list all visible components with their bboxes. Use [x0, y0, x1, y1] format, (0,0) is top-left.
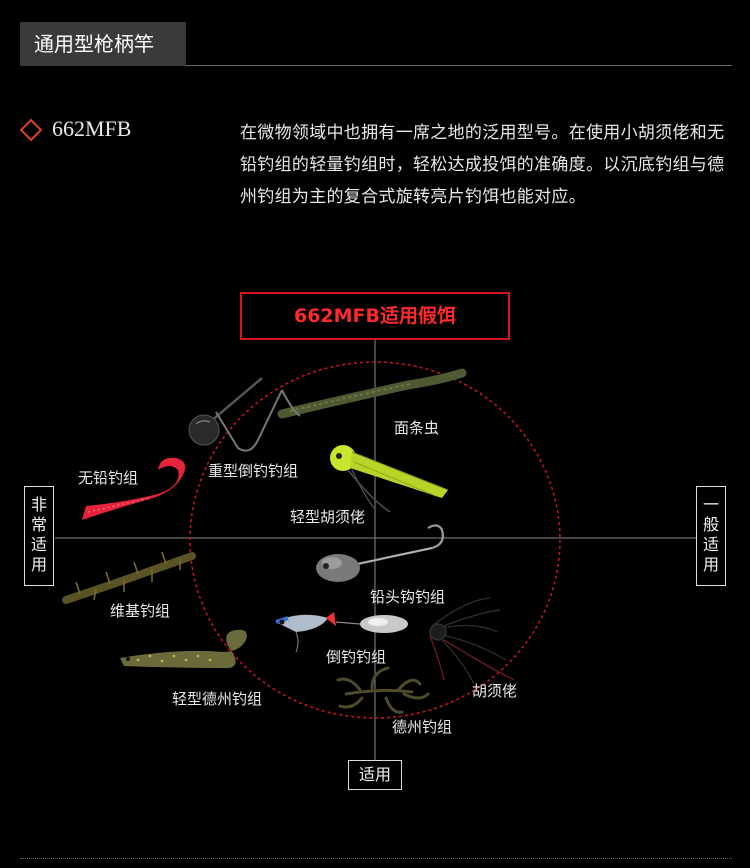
label-light-rubber-jig: 轻型胡须佬 [290, 508, 366, 526]
texas-craw-lure-image [336, 666, 430, 714]
light-rubber-jig-image [330, 445, 449, 513]
section-title: 通用型枪柄竿 [20, 22, 186, 66]
suitability-ellipse [189, 361, 561, 719]
worm-lure-image [277, 368, 467, 419]
heavy-dropshot-lure-image [188, 377, 301, 452]
label-worm: 面条虫 [394, 419, 440, 437]
label-heavy-dropshot: 重型倒钓钓组 [208, 462, 299, 480]
weikey-lure-image [62, 551, 196, 604]
model-name: 662MFB [52, 116, 132, 141]
label-texas: 德州钓组 [392, 718, 453, 736]
label-jighead: 铅头钩钓组 [370, 588, 446, 606]
label-dropshot: 倒钓钓组 [326, 648, 387, 666]
dropshot-lure-image [275, 612, 408, 653]
header-divider [186, 65, 732, 66]
product-description: 在微物领域中也拥有一席之地的泛用型号。在使用小胡须佬和无铅钓组的轻量钓组时，轻松… [240, 123, 725, 207]
label-no-sinker: 无铅钓组 [78, 469, 139, 487]
lure-chart-title: 662MFB适用假饵 [240, 292, 510, 340]
axis-label-bottom: 适用 [348, 760, 402, 790]
footer-divider [20, 858, 732, 859]
label-weikey: 维基钓组 [110, 602, 171, 620]
light-texas-lure-image [120, 629, 247, 669]
label-rubber-jig: 胡须佬 [472, 682, 518, 700]
rubber-jig-image [429, 597, 515, 685]
label-light-texas: 轻型德州钓组 [172, 690, 263, 708]
no-sinker-grub-image [82, 457, 186, 520]
jighead-lure-image [316, 524, 444, 582]
axis-label-right: 一般适用 [696, 486, 726, 586]
axis-label-left: 非常适用 [24, 486, 54, 586]
